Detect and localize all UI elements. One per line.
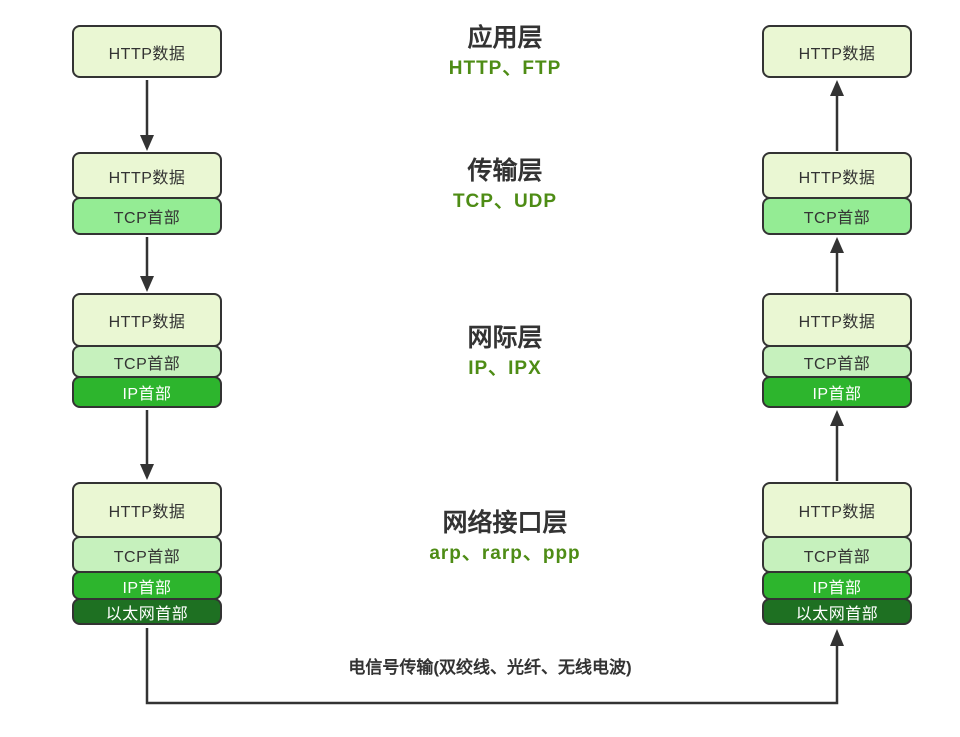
ethernet-header-row: 以太网首部 bbox=[762, 598, 912, 625]
layer-protocols: TCP、UDP bbox=[452, 191, 558, 212]
down-arrow-2 bbox=[140, 237, 154, 292]
layer-label-application: 应用层 HTTP、FTP bbox=[330, 22, 680, 81]
layer-title: 应用层 bbox=[467, 24, 543, 52]
tcp-header-row: TCP首部 bbox=[762, 536, 912, 573]
layer-label-internet: 网际层 IP、IPX bbox=[330, 322, 680, 381]
layer-protocols: arp、rarp、ppp bbox=[429, 543, 581, 564]
http-data-row: HTTP数据 bbox=[72, 293, 222, 347]
tcp-header-row: TCP首部 bbox=[72, 536, 222, 573]
layer-title: 网际层 bbox=[467, 324, 543, 352]
ethernet-header-row: 以太网首部 bbox=[72, 598, 222, 625]
right-stack-transport: HTTP数据 TCP首部 bbox=[762, 152, 912, 235]
http-data-row: HTTP数据 bbox=[762, 482, 912, 538]
right-stack-application: HTTP数据 bbox=[762, 25, 912, 78]
ip-header-row: IP首部 bbox=[72, 571, 222, 600]
physical-transmission-note: 电信号传输(双绞线、光纤、无线电波) bbox=[348, 658, 632, 677]
left-stack-transport: HTTP数据 TCP首部 bbox=[72, 152, 222, 235]
layer-title: 网络接口层 bbox=[442, 509, 568, 537]
http-data-row: HTTP数据 bbox=[72, 152, 222, 199]
http-data-row: HTTP数据 bbox=[762, 152, 912, 199]
up-arrow-1 bbox=[830, 80, 844, 151]
left-stack-network-interface: HTTP数据 TCP首部 IP首部 以太网首部 bbox=[72, 482, 222, 625]
up-arrow-2 bbox=[830, 237, 844, 292]
ip-header-row: IP首部 bbox=[762, 571, 912, 600]
http-data-row: HTTP数据 bbox=[762, 25, 912, 78]
layer-title: 传输层 bbox=[467, 157, 543, 185]
ip-header-row: IP首部 bbox=[72, 376, 222, 408]
layer-protocols: IP、IPX bbox=[468, 358, 542, 379]
ip-header-row: IP首部 bbox=[762, 376, 912, 408]
tcp-header-row: TCP首部 bbox=[72, 197, 222, 235]
layer-protocols: HTTP、FTP bbox=[448, 58, 562, 79]
tcp-header-row: TCP首部 bbox=[762, 345, 912, 378]
left-stack-application: HTTP数据 bbox=[72, 25, 222, 78]
right-stack-internet: HTTP数据 TCP首部 IP首部 bbox=[762, 293, 912, 408]
layer-label-network-interface: 网络接口层 arp、rarp、ppp bbox=[330, 507, 680, 566]
http-data-row: HTTP数据 bbox=[762, 293, 912, 347]
layer-label-transport: 传输层 TCP、UDP bbox=[330, 155, 680, 214]
http-data-row: HTTP数据 bbox=[72, 25, 222, 78]
tcp-header-row: TCP首部 bbox=[72, 345, 222, 378]
up-arrow-3 bbox=[830, 410, 844, 481]
left-stack-internet: HTTP数据 TCP首部 IP首部 bbox=[72, 293, 222, 408]
http-data-row: HTTP数据 bbox=[72, 482, 222, 538]
tcp-header-row: TCP首部 bbox=[762, 197, 912, 235]
right-stack-network-interface: HTTP数据 TCP首部 IP首部 以太网首部 bbox=[762, 482, 912, 625]
down-arrow-1 bbox=[140, 80, 154, 151]
down-arrow-3 bbox=[140, 410, 154, 480]
